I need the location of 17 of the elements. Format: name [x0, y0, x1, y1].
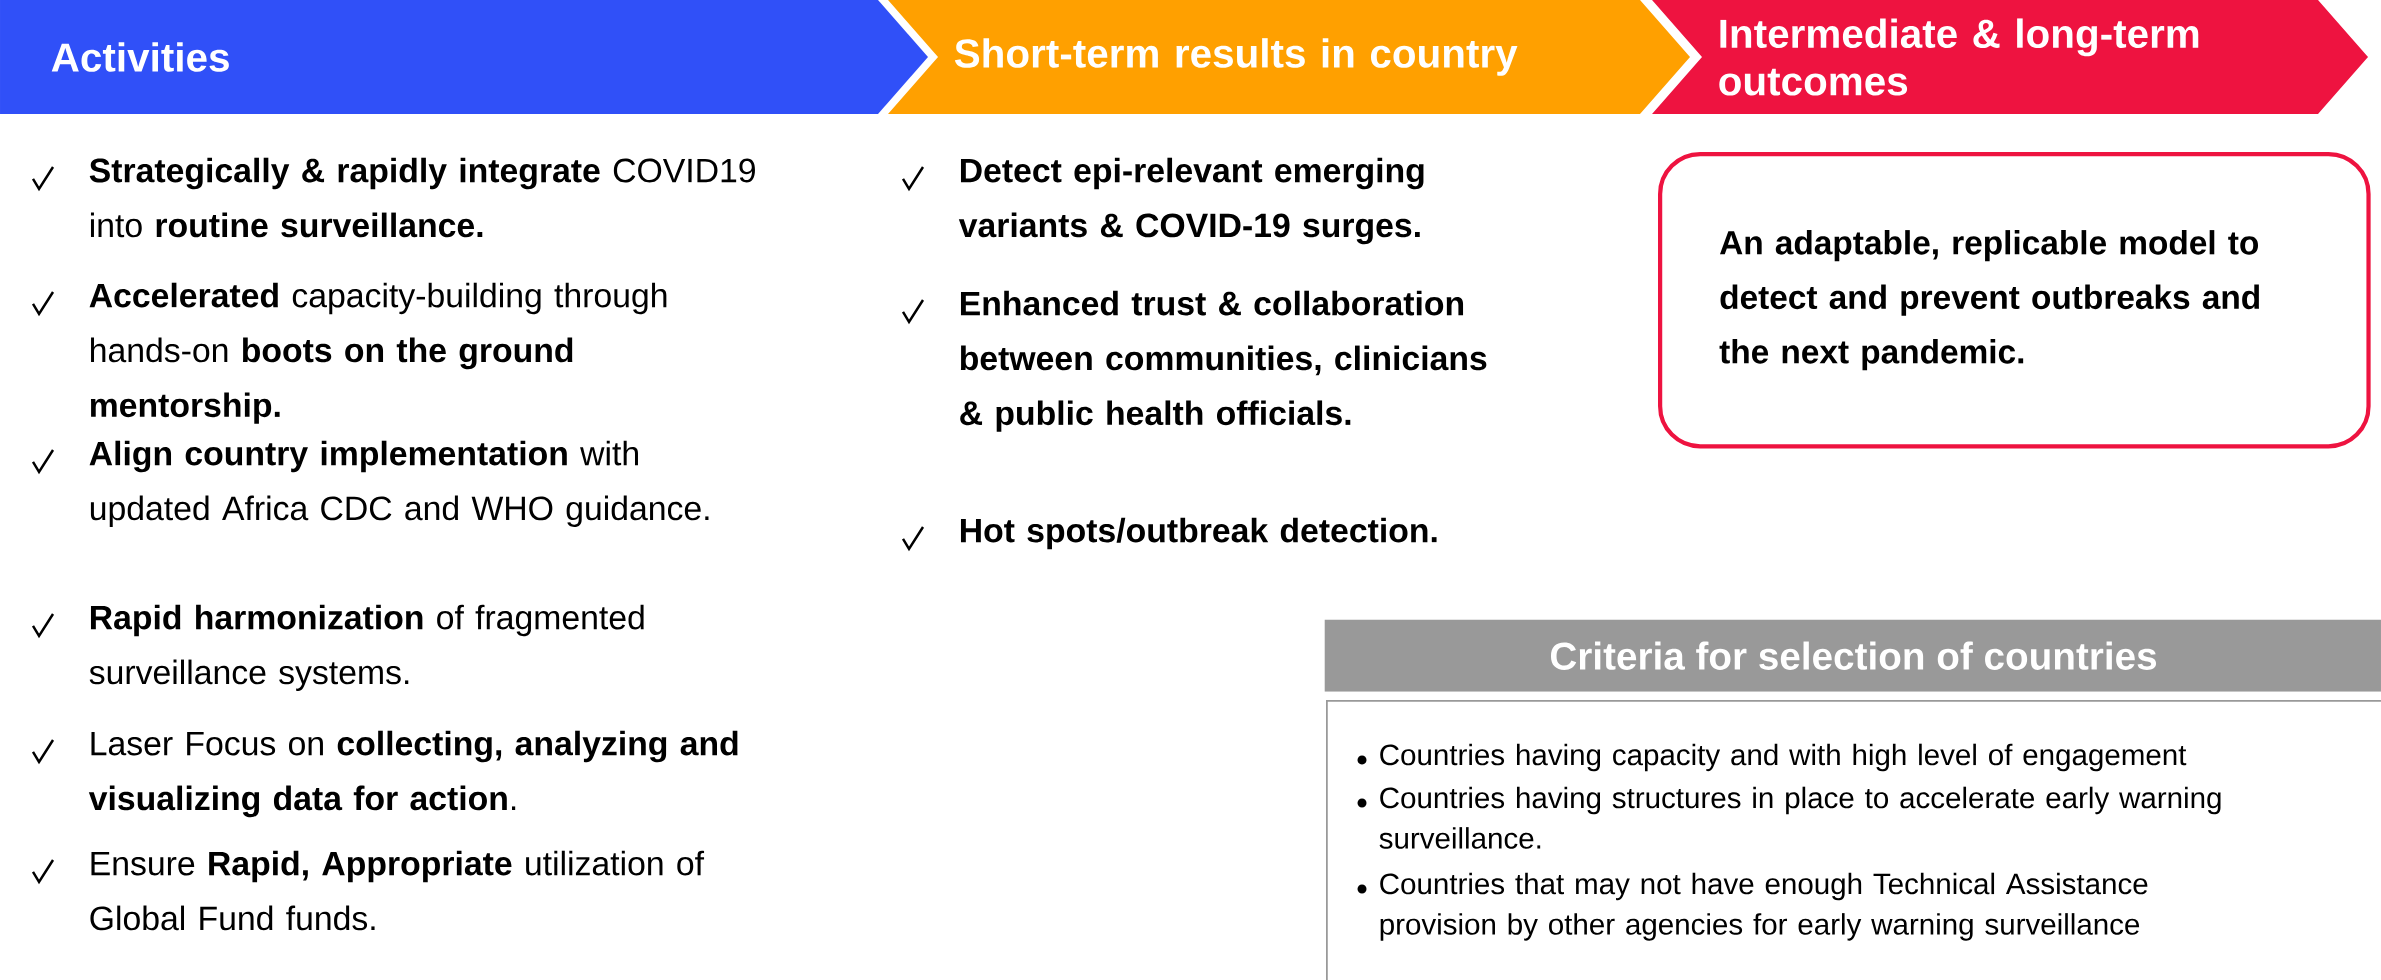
checklist-item: Ensure Rapid, Appropriate utilization of Global Fund funds. — [90, 850, 705, 931]
bullet-item: Countries that may not have enough Technical Assistance provision by other agencies for early warning surveillance — [1380, 872, 2148, 941]
checklist-item: Enhanced trust & collaboration between communities, clinicians & public health officials. — [960, 290, 1487, 432]
checklist-item: Hot spots/outbreak detection. — [961, 517, 1437, 550]
bullet-item: Countries having structures in place to accelerate early warning surveillance. — [1379, 786, 2221, 849]
chevron-banner: Short-term results in country — [888, 0, 1690, 114]
bullet-item: Countries having capacity and with high level of engagement — [1380, 743, 2187, 772]
checklist-item: Rapid harmonization of fragmented surveillance systems. — [89, 604, 644, 692]
panel-header: Criteria for selection of countries — [1324, 619, 2381, 692]
chevron-banner: Activities — [0, 0, 928, 114]
outcome-box: An adaptable, replicable model to detect and prevent outbreaks and the next pandemic. — [1658, 152, 2371, 449]
checklist-item: Strategically & rapidly integrate COVID19 into routine surveillance. — [89, 157, 755, 238]
checklist-item: Detect epi-relevant emerging variants & COVID-19 surges. — [958, 157, 1424, 245]
chevron-banner: Intermediate & long-term outcomes — [1652, 0, 2368, 114]
checklist-item: Accelerated capacity-building through hands-on boots on the ground mentorship. — [89, 282, 667, 424]
checklist-item: Align country implementation with updated Africa CDC and WHO guidance. — [89, 440, 709, 528]
checklist-item: Laser Focus on collecting, analyzing and visualizing data for action. — [88, 730, 738, 818]
